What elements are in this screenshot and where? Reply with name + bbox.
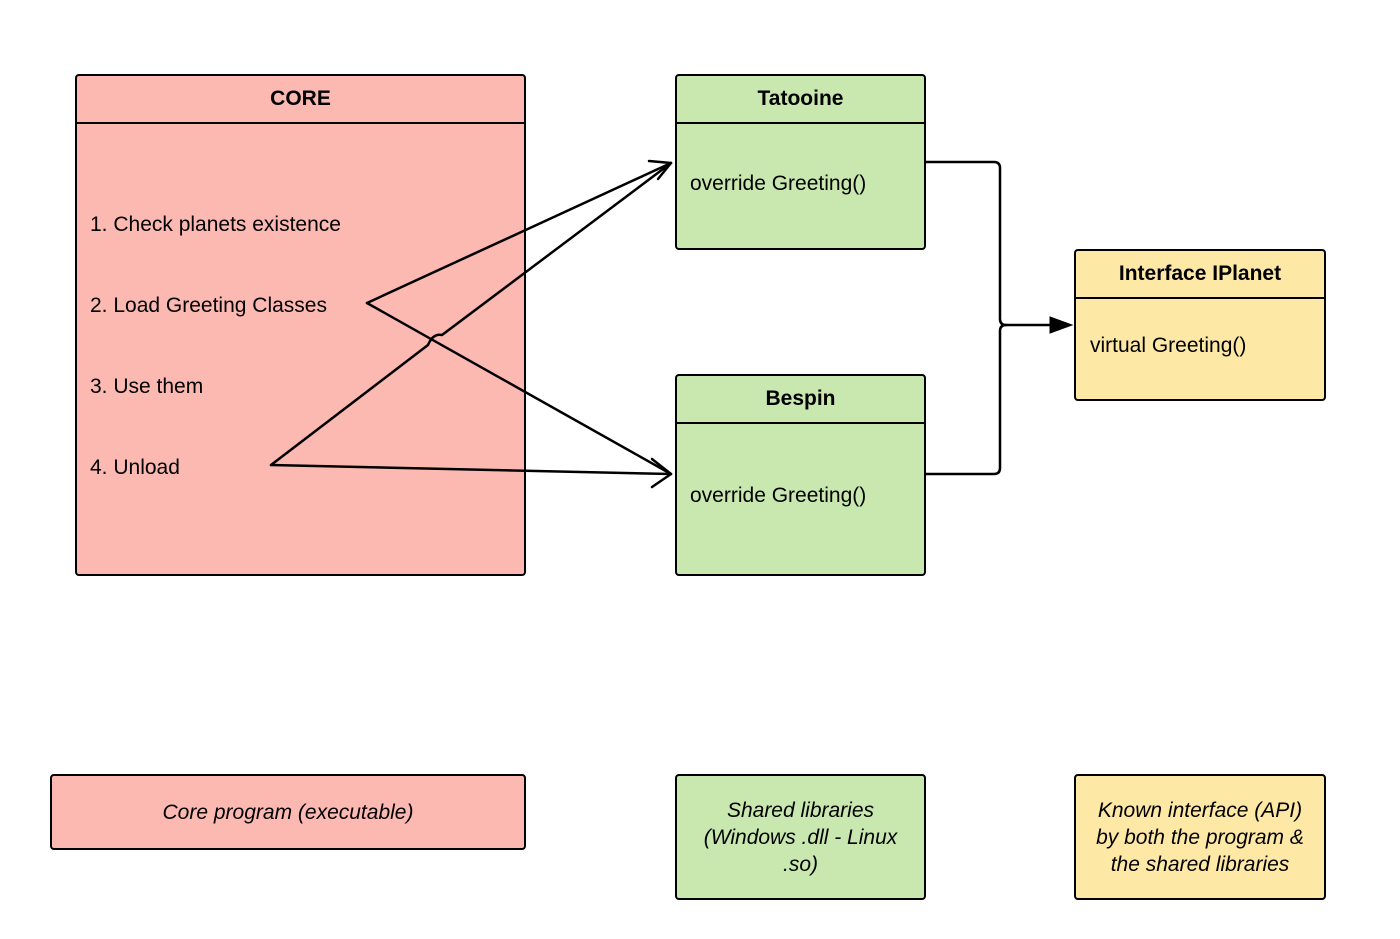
core-title: CORE (77, 76, 524, 124)
tatooine-method: override Greeting() (690, 172, 867, 195)
bespin-box: Bespin override Greeting() (675, 374, 926, 576)
arrow-unload-to-bespin (269, 463, 673, 476)
arrow-load-to-tatooine (365, 161, 673, 305)
arrow-unload-to-tatooine (269, 161, 673, 467)
interface-arrowhead (1049, 316, 1074, 334)
core-step-2: 2. Load Greeting Classes (90, 294, 327, 317)
core-box: CORE 1. Check planets existence 2. Load … (75, 74, 526, 576)
tatooine-title: Tatooine (677, 76, 924, 124)
core-step-4: 4. Unload (90, 456, 180, 479)
core-step-1: 1. Check planets existence (90, 213, 341, 236)
legend-core: Core program (executable) (50, 774, 526, 850)
tatooine-box: Tatooine override Greeting() (675, 74, 926, 250)
iplanet-title: Interface IPlanet (1076, 251, 1324, 299)
arrow-load-to-bespin (365, 301, 673, 476)
iplanet-box: Interface IPlanet virtual Greeting() (1074, 249, 1326, 401)
legend-shared: Shared libraries (Windows .dll - Linux .… (675, 774, 926, 900)
core-step-3: 3. Use them (90, 375, 204, 398)
iplanet-method: virtual Greeting() (1090, 334, 1247, 357)
legend-interface: Known interface (API) by both the progra… (1074, 774, 1326, 900)
bespin-method: override Greeting() (690, 484, 867, 507)
bespin-title: Bespin (677, 376, 924, 424)
tatooine-to-interface (924, 160, 1054, 327)
arrowhead-bespin (650, 457, 673, 489)
bespin-to-interface (924, 323, 1008, 476)
